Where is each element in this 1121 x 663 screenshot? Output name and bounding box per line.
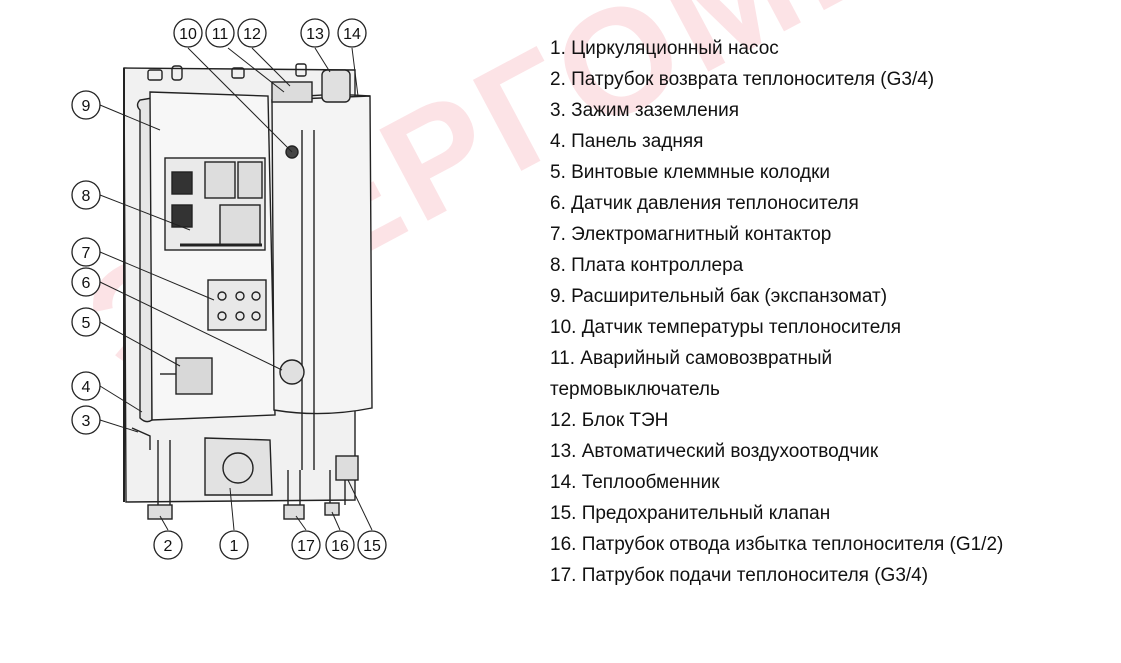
legend-item-13: 13. Автоматический воздухоотводчик xyxy=(550,441,879,462)
svg-text:6: 6 xyxy=(82,275,91,292)
svg-text:13: 13 xyxy=(306,26,324,43)
legend-item-11: 11. Аварийный самовозвратный xyxy=(550,348,833,369)
callout-11: 11 xyxy=(205,18,235,48)
callout-9: 9 xyxy=(71,90,101,120)
legend-item-16: 16. Патрубок отвода избытка теплоносител… xyxy=(550,534,1004,555)
svg-text:12: 12 xyxy=(243,26,261,43)
callout-15: 15 xyxy=(357,530,387,560)
callout-1: 1 xyxy=(219,530,249,560)
svg-text:7: 7 xyxy=(82,245,91,262)
callout-14: 14 xyxy=(337,18,367,48)
callout-7: 7 xyxy=(71,237,101,267)
svg-text:17: 17 xyxy=(297,538,315,555)
legend-item-15: 15. Предохранительный клапан xyxy=(550,503,831,524)
svg-text:4: 4 xyxy=(82,379,91,396)
callout-5: 5 xyxy=(71,307,101,337)
callout-10: 10 xyxy=(173,18,203,48)
svg-text:11: 11 xyxy=(212,26,229,43)
legend-item-9: 9. Расширительный бак (экспанзомат) xyxy=(550,286,888,307)
svg-text:14: 14 xyxy=(343,26,361,43)
callout-4: 4 xyxy=(71,371,101,401)
legend-item-8: 8. Плата контроллера xyxy=(550,255,744,276)
legend-item-11-cont: термовыключатель xyxy=(550,379,720,400)
svg-text:1: 1 xyxy=(230,538,239,555)
callout-13: 13 xyxy=(300,18,330,48)
svg-text:2: 2 xyxy=(164,538,173,555)
pump xyxy=(204,437,273,496)
callout-8: 8 xyxy=(71,180,101,210)
svg-text:10: 10 xyxy=(179,26,197,43)
svg-text:16: 16 xyxy=(331,538,349,555)
callout-12: 12 xyxy=(237,18,267,48)
legend-item-3: 3. Зажим заземления xyxy=(550,100,740,121)
legend-item-17: 17. Патрубок подачи теплоносителя (G3/4) xyxy=(550,565,929,586)
callout-17: 17 xyxy=(291,530,321,560)
legend-item-10: 10. Датчик температуры теплоносителя xyxy=(550,317,902,338)
legend-item-4: 4. Панель задняя xyxy=(550,131,704,152)
callout-16: 16 xyxy=(325,530,355,560)
air-vent xyxy=(321,69,351,103)
legend-item-14: 14. Теплообменник xyxy=(550,472,720,493)
svg-text:5: 5 xyxy=(82,315,91,332)
legend-item-2: 2. Патрубок возврата теплоносителя (G3/4… xyxy=(550,69,935,90)
svg-text:15: 15 xyxy=(363,538,381,555)
legend-item-12: 12. Блок ТЭН xyxy=(550,410,669,431)
callout-6: 6 xyxy=(71,267,101,297)
legend-item-5: 5. Винтовые клеммные колодки xyxy=(550,162,830,183)
contactor xyxy=(207,279,267,331)
heat-exchanger xyxy=(271,95,373,415)
legend-item-1: 1. Циркуляционный насос xyxy=(550,38,779,59)
callout-2: 2 xyxy=(153,530,183,560)
callout-3: 3 xyxy=(71,405,101,435)
terminal-blocks xyxy=(175,357,213,395)
svg-text:3: 3 xyxy=(82,413,91,430)
legend-item-6: 6. Датчик давления теплоносителя xyxy=(550,193,859,214)
heater-block xyxy=(271,81,313,103)
legend-item-7: 7. Электромагнитный контактор xyxy=(550,224,832,245)
pressure-sensor xyxy=(279,359,305,385)
svg-text:8: 8 xyxy=(82,188,91,205)
parts-legend: 1. Циркуляционный насос 2. Патрубок возв… xyxy=(550,33,1115,591)
svg-text:9: 9 xyxy=(82,98,91,115)
